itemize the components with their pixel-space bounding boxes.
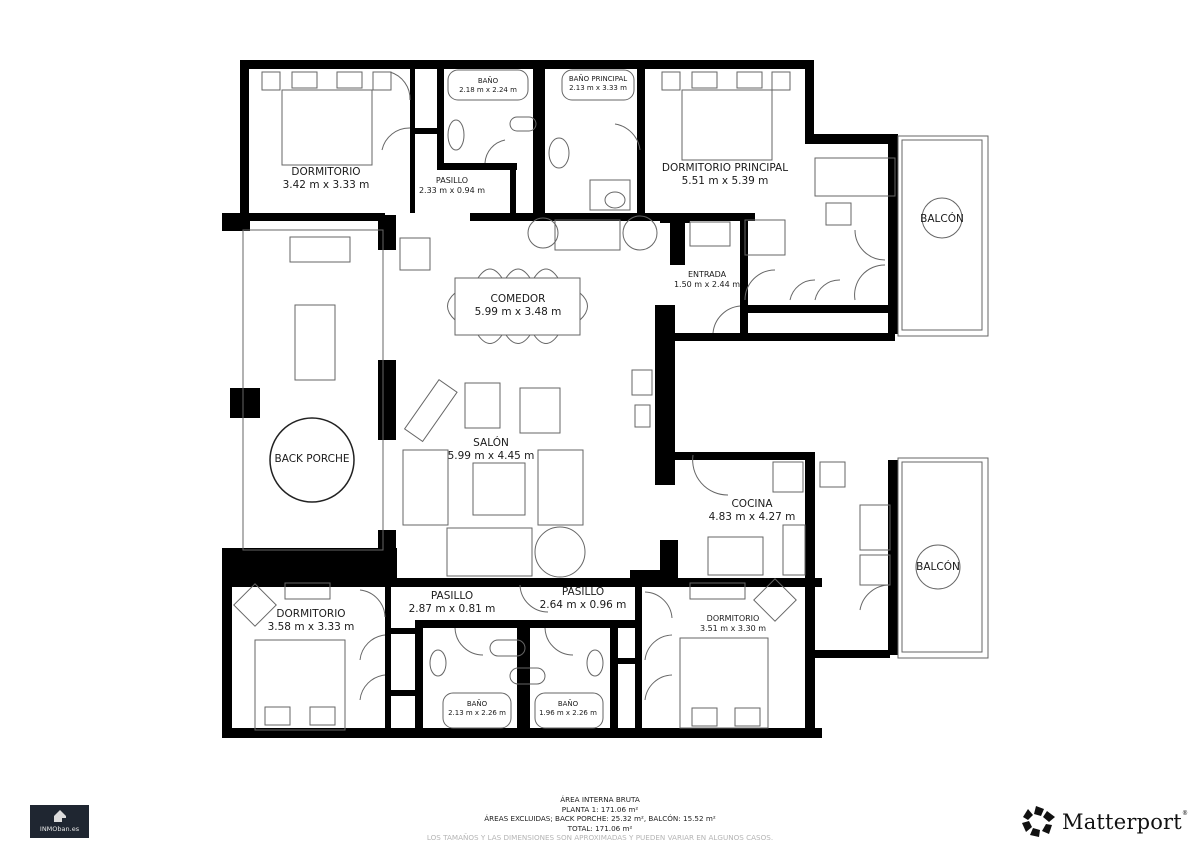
room-label-pasillo-s1: PASILLO 2.87 m x 0.81 m bbox=[408, 590, 496, 616]
agency-logo: INMOban.es bbox=[30, 805, 89, 838]
area-title: ÁREA INTERNA BRUTA bbox=[560, 795, 640, 804]
vendor-name: Matterport bbox=[1062, 810, 1182, 834]
area-excluded: ÁREAS EXCLUIDAS; BACK PORCHE: 25.32 m², … bbox=[484, 814, 716, 823]
agency-name: INMOban.es bbox=[39, 825, 80, 833]
house-icon bbox=[53, 810, 66, 822]
room-label-bano-s2: BAÑO 1.96 m x 2.26 m bbox=[539, 700, 597, 717]
registered-mark: ® bbox=[1181, 810, 1189, 817]
room-label-dormitorio-nw: DORMITORIO 3.42 m x 3.33 m bbox=[282, 166, 370, 192]
room-label-pasillo-n: PASILLO 2.33 m x 0.94 m bbox=[418, 176, 486, 195]
room-label-dormitorio-sw: DORMITORIO 3.58 m x 3.33 m bbox=[267, 608, 355, 634]
disclaimer: LOS TAMAÑOS Y LAS DIMENSIONES SON APROXI… bbox=[426, 833, 774, 842]
room-label-dormitorio-principal: DORMITORIO PRINCIPAL 5.51 m x 5.39 m bbox=[661, 162, 789, 188]
matterport-mark-icon bbox=[1022, 806, 1055, 837]
room-label-pasillo-s2: PASILLO 2.64 m x 0.96 m bbox=[539, 586, 627, 612]
area-total: TOTAL: 171.06 m² bbox=[567, 823, 633, 833]
room-label-entrada: ENTRADA 1.50 m x 2.44 m bbox=[673, 270, 741, 289]
outdoor-label-back-porche: BACK PORCHE bbox=[274, 453, 350, 465]
room-label-salon: SALÓN 5.99 m x 4.45 m bbox=[447, 437, 535, 463]
outdoor-label-balcon-ne: BALCÓN bbox=[920, 213, 964, 225]
fixtures bbox=[233, 69, 989, 731]
matterport-logo: Matterport® bbox=[1022, 806, 1188, 838]
area-summary: ÁREA INTERNA BRUTA PLANTA 1: 171.06 m² Á… bbox=[0, 795, 1200, 843]
room-label-bano-s1: BAÑO 2.13 m x 2.26 m bbox=[448, 700, 506, 717]
room-label-comedor: COMEDOR 5.99 m x 3.48 m bbox=[474, 293, 562, 319]
outdoor-label-balcon-e: BALCÓN bbox=[916, 561, 960, 573]
room-label-bano-principal: BAÑO PRINCIPAL 2.13 m x 3.33 m bbox=[568, 75, 628, 92]
area-planta: PLANTA 1: 171.06 m² bbox=[561, 804, 639, 814]
room-label-cocina: COCINA 4.83 m x 4.27 m bbox=[708, 498, 796, 524]
room-label-dormitorio-se: DORMITORIO 3.51 m x 3.30 m bbox=[699, 614, 767, 633]
room-label-bano-n: BAÑO 2.18 m x 2.24 m bbox=[459, 77, 517, 94]
